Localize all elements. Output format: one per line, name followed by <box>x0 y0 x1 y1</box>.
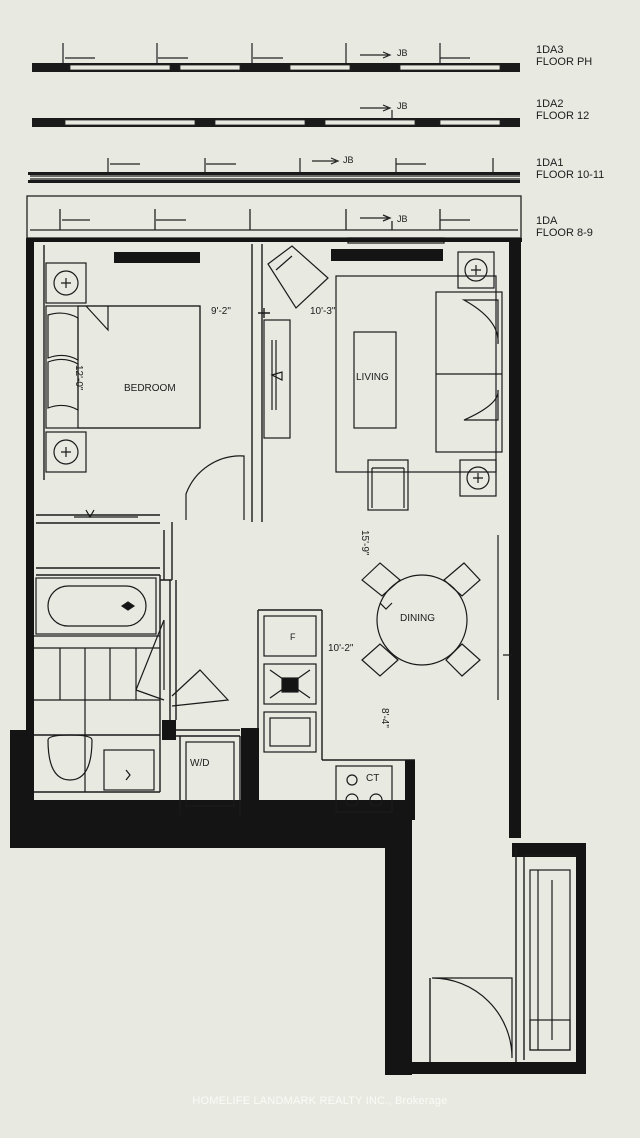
appliance-label-fridge: F <box>290 632 296 642</box>
floor-strip-ph <box>32 43 520 72</box>
strip-floor: FLOOR 8-9 <box>536 227 593 239</box>
dim-bedroom-length: 12'-0" <box>73 365 84 391</box>
strip-code: 1DA <box>536 215 558 227</box>
entry <box>431 869 571 1059</box>
room-label-bedroom: BEDROOM <box>124 383 176 394</box>
strip-label-10-11: 1DA1 FLOOR 10-11 <box>536 157 604 181</box>
brokerage-watermark: HOMELIFE LANDMARK REALTY INC., Brokerage <box>192 1095 448 1107</box>
strip-label-12: 1DA2 FLOOR 12 <box>536 98 589 122</box>
room-label-dining: DINING <box>400 613 435 624</box>
strip-label-ph: 1DA3 FLOOR PH <box>536 44 592 68</box>
dim-dining-width: 10'-2" <box>328 643 354 654</box>
appliance-label-cooktop: CT <box>366 773 380 784</box>
strip-code: 1DA1 <box>536 157 564 169</box>
dim-dining-length: 8'-4" <box>379 708 390 728</box>
kitchen-laundry <box>185 615 393 813</box>
living-furniture <box>267 245 503 511</box>
room-label-living: LIVING <box>356 372 389 383</box>
dim-bedroom-width: 9'-2" <box>211 306 231 317</box>
room-label-washer-dryer: W/D <box>190 758 210 769</box>
strip-code: 1DA3 <box>536 44 564 56</box>
dim-living-length: 15'-9" <box>359 530 370 556</box>
strip-floor: FLOOR 12 <box>536 110 590 122</box>
bathroom-fixtures <box>34 577 230 792</box>
floor-strip-10-11 <box>28 157 520 183</box>
strip-label-8-9: 1DA FLOOR 8-9 <box>536 215 593 239</box>
dim-living-width: 10'-3" <box>310 306 336 317</box>
jb-tag: JB <box>397 101 408 111</box>
jb-tag: JB <box>397 214 408 224</box>
strip-code: 1DA2 <box>536 98 564 110</box>
strip-floor: FLOOR PH <box>536 56 593 68</box>
dining-table <box>361 535 512 700</box>
floor-strip-8-9 <box>26 195 522 244</box>
exterior-walls <box>10 238 586 1075</box>
tv-unit <box>263 319 291 439</box>
strip-floor: FLOOR 10-11 <box>536 169 605 181</box>
jb-tag: JB <box>343 155 354 165</box>
jb-tag: JB <box>397 48 408 58</box>
floor-strip-12 <box>32 104 520 127</box>
interior-walls <box>34 244 576 1062</box>
bedroom-furniture <box>45 252 245 520</box>
